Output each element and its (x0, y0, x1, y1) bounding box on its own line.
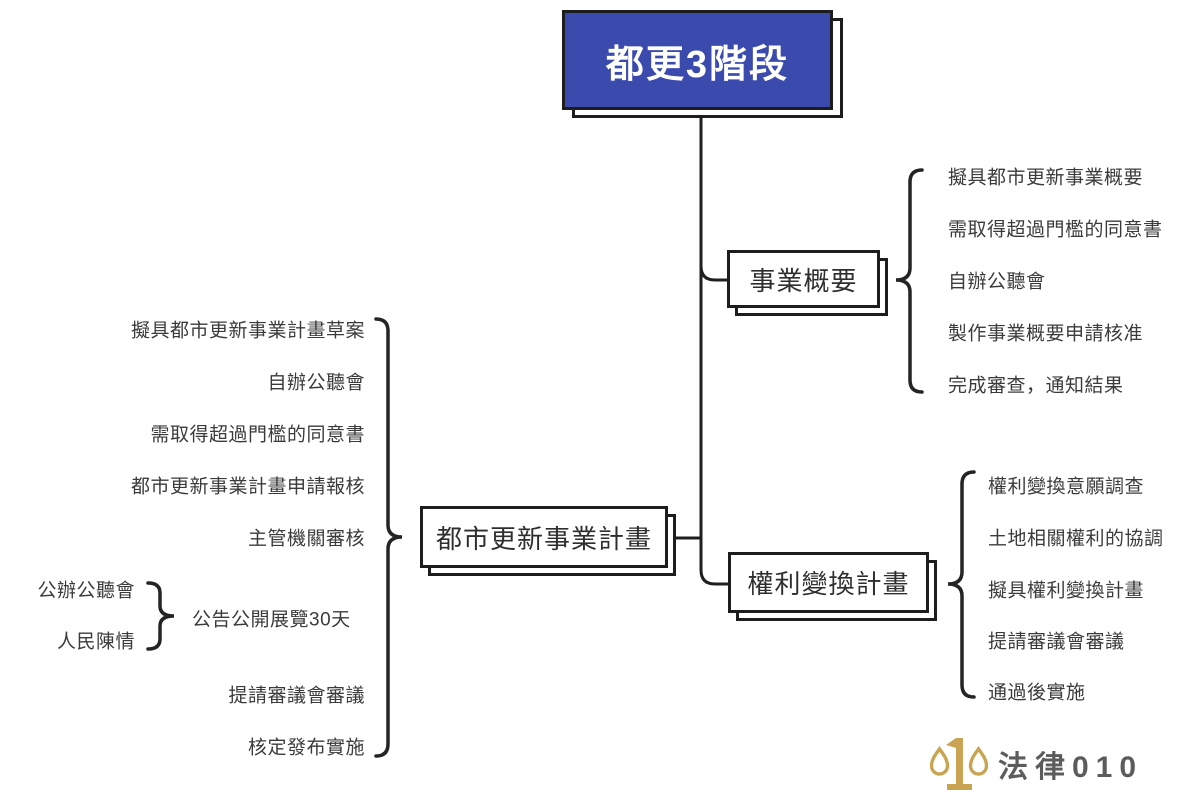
subgroup-result: 公告公開展覽30天 (192, 609, 351, 631)
stage3-item: 土地相關權利的協調 (988, 528, 1164, 550)
stage2-label: 都市更新事業計畫 (435, 523, 652, 554)
stage3-item: 擬具權利變換計畫 (988, 580, 1145, 602)
stage2-item: 都市更新事業計畫申請報核 (130, 476, 365, 498)
stage2-item: 擬具都市更新事業計畫草案 (130, 320, 365, 342)
scales-of-justice-icon (930, 738, 988, 790)
brand-name: 法律010 (998, 751, 1144, 784)
stage3-item: 權利變換意願調查 (988, 476, 1145, 498)
stage2-item: 自辦公聽會 (267, 372, 365, 394)
brace-stage3 (947, 470, 976, 699)
subgroup-input: 公辦公聽會 (37, 580, 135, 602)
stage1-item: 自辦公聽會 (948, 271, 1046, 293)
stage1-box: 事業概要 (727, 250, 888, 316)
root-title-box: 都更3階段 (562, 10, 843, 118)
stage2-item: 需取得超過門檻的同意書 (150, 424, 365, 446)
stage1-item: 製作事業概要申請核准 (948, 323, 1144, 345)
stage2-box: 都市更新事業計畫 (420, 506, 676, 576)
stage1-item: 完成審查，通知結果 (948, 375, 1124, 397)
trunk-line (699, 110, 734, 586)
brace-subgroup (146, 581, 175, 651)
stage3-item: 提請審議會審議 (988, 631, 1125, 653)
brace-stage1 (895, 168, 924, 394)
stage2-item: 提請審議會審議 (228, 685, 365, 707)
stage2-item: 核定發布實施 (247, 737, 365, 759)
stage2-item: 主管機關審核 (247, 528, 365, 550)
stage1-item: 需取得超過門檻的同意書 (948, 219, 1163, 241)
stage3-label: 權利變換計畫 (747, 569, 910, 599)
subgroup-input: 人民陳情 (56, 631, 135, 653)
brace-stage2 (374, 317, 403, 758)
stage3-item: 通過後實施 (988, 682, 1086, 704)
stage3-box: 權利變換計畫 (728, 552, 937, 621)
stage1-label: 事業概要 (749, 265, 858, 296)
stage1-item: 擬具都市更新事業概要 (948, 167, 1144, 189)
brand-logo: 法律010 (930, 737, 1143, 791)
page-title: 都更3階段 (605, 43, 790, 86)
